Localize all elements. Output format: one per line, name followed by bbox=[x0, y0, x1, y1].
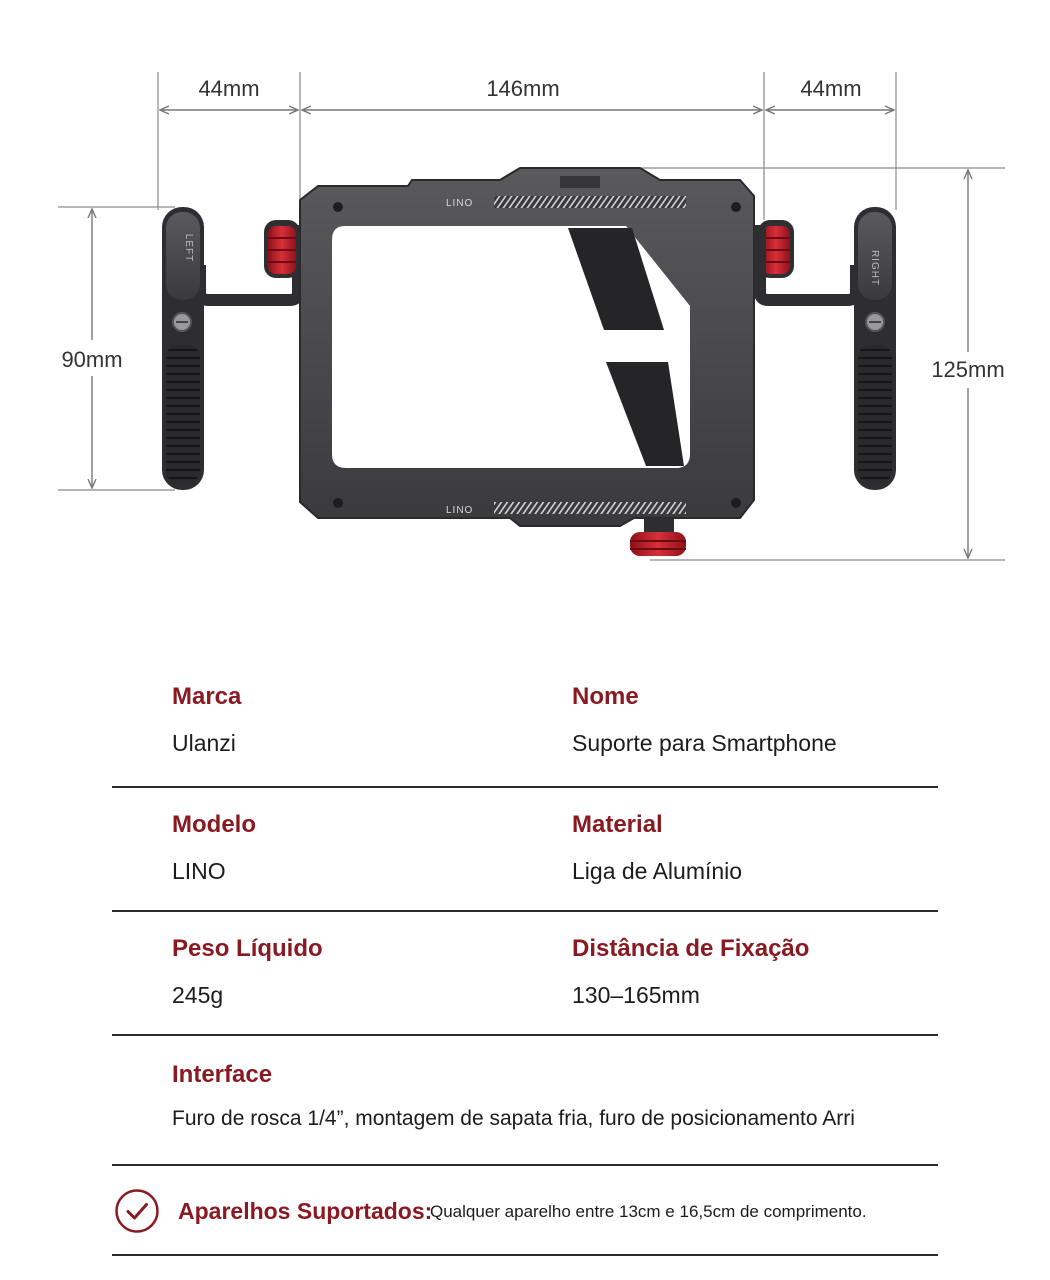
spec-value: Ulanzi bbox=[172, 730, 236, 756]
right-red-knob bbox=[758, 220, 794, 278]
spec-table: Marca Ulanzi Nome Suporte para Smartphon… bbox=[112, 660, 938, 1256]
cage-logo-bottom: LINO bbox=[446, 505, 473, 516]
cage-logo-top: LINO bbox=[446, 198, 473, 209]
left-handle: LEFT bbox=[162, 207, 304, 490]
spec-label: Modelo bbox=[172, 811, 256, 838]
right-grip-label: RIGHT bbox=[869, 250, 880, 286]
spec-label: Nome bbox=[572, 683, 639, 710]
spec-row: Interface Furo de rosca 1/4”, montagem d… bbox=[112, 1036, 938, 1166]
extension-lines bbox=[58, 72, 1005, 561]
spec-value: Furo de rosca 1/4”, montagem de sapata f… bbox=[172, 1107, 855, 1130]
spec-label: Interface bbox=[172, 1061, 273, 1088]
left-red-knob bbox=[264, 220, 300, 278]
spec-brand: Marca Ulanzi bbox=[172, 682, 241, 758]
dim-cage-height: 125mm bbox=[931, 357, 1004, 382]
spec-value: Liga de Alumínio bbox=[572, 858, 743, 884]
spec-row: Marca Ulanzi Nome Suporte para Smartphon… bbox=[112, 660, 938, 788]
dim-cage-width: 146mm bbox=[486, 76, 559, 101]
spec-model: Modelo LINO bbox=[172, 810, 256, 886]
supported-devices-label: Aparelhos Suportados: bbox=[178, 1198, 433, 1224]
check-circle-icon bbox=[115, 1189, 159, 1233]
supported-devices-text: Qualquer aparelho entre 13cm e 16,5cm de… bbox=[430, 1202, 867, 1221]
product-dimension-diagram: 44mm 146mm 44mm 90mm 125mm LEFT LINO bbox=[50, 72, 1014, 561]
dim-handle-height: 90mm bbox=[61, 347, 122, 372]
dim-left-handle-width: 44mm bbox=[198, 76, 259, 101]
supported-devices: Aparelhos Suportados: Qualquer aparelho … bbox=[112, 1166, 938, 1256]
spec-name: Nome Suporte para Smartphone bbox=[572, 682, 837, 758]
phone-cage: LINO LINO bbox=[299, 167, 755, 527]
spec-row: Peso Líquido 245g Distância de Fixação 1… bbox=[112, 912, 938, 1036]
left-grip-label: LEFT bbox=[183, 234, 194, 262]
spec-value: 245g bbox=[172, 982, 224, 1008]
spec-value: 130–165mm bbox=[572, 982, 700, 1008]
spec-value: LINO bbox=[172, 858, 226, 884]
spec-clamp-range: Distância de Fixação 130–165mm bbox=[572, 934, 809, 1010]
spec-value: Suporte para Smartphone bbox=[572, 730, 837, 756]
spec-interface: Interface Furo de rosca 1/4”, montagem d… bbox=[172, 1060, 855, 1134]
spec-label: Marca bbox=[172, 683, 242, 710]
bottom-red-screw bbox=[630, 518, 686, 556]
right-handle: RIGHT bbox=[754, 207, 896, 490]
spec-weight: Peso Líquido 245g bbox=[172, 934, 323, 1010]
dim-right-handle-width: 44mm bbox=[800, 76, 861, 101]
spec-label: Distância de Fixação bbox=[572, 935, 810, 962]
spec-label: Peso Líquido bbox=[172, 935, 323, 962]
spec-material: Material Liga de Alumínio bbox=[572, 810, 742, 886]
spec-row: Modelo LINO Material Liga de Alumínio bbox=[112, 788, 938, 912]
spec-label: Material bbox=[572, 811, 663, 838]
